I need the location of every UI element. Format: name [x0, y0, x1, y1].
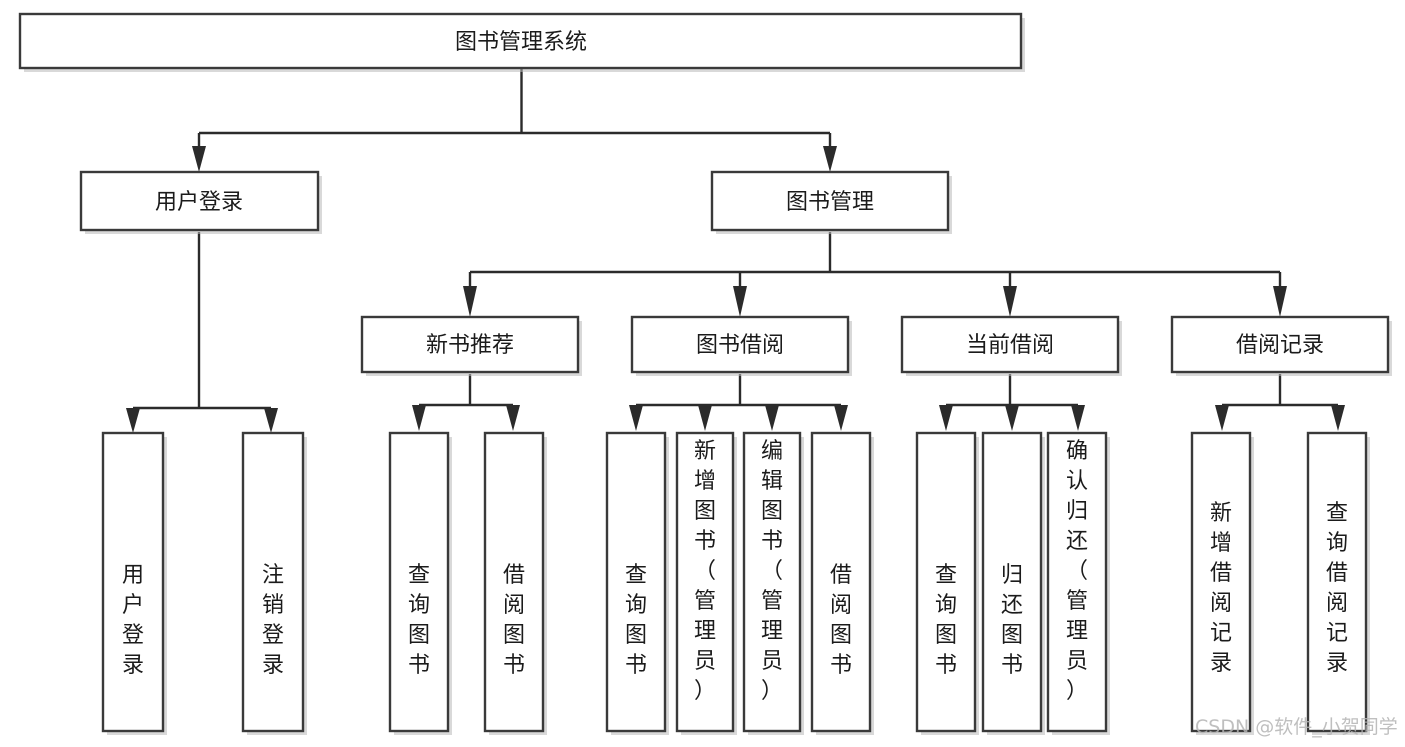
arrowhead-leaf-user-logout: [264, 408, 278, 433]
node-new-book-recommend-label: 新书推荐: [426, 333, 514, 358]
node-root[interactable]: 图书管理系统: [18, 12, 1025, 72]
node-borrow-record[interactable]: 借阅记录: [1170, 315, 1392, 376]
node-book-manage-box[interactable]: [710, 170, 950, 232]
node-borrow-record-label: 借阅记录: [1236, 333, 1324, 358]
node-book-borrow[interactable]: 图书借阅: [630, 315, 852, 376]
node-leaf-query-book-1-label: 查询图书: [408, 563, 430, 678]
node-leaf-return-book-box[interactable]: [981, 431, 1043, 733]
node-borrow-record-box[interactable]: [1170, 315, 1390, 374]
node-leaf-query-book-2[interactable]: 查询图书: [605, 431, 669, 735]
arrowhead-book-manage: [823, 146, 837, 172]
node-leaf-user-login-box[interactable]: [101, 431, 165, 733]
node-leaf-edit-book[interactable]: 编辑图书（管理员）: [742, 431, 804, 735]
node-leaf-edit-book-label: 编辑图书（管理员）: [761, 439, 783, 704]
node-leaf-borrow-book-2[interactable]: 借阅图书: [810, 431, 874, 735]
node-leaf-query-book-2-label: 查询图书: [625, 563, 647, 678]
arrowhead-leaf-query-book-2: [629, 405, 643, 431]
leaf-layer: 用户登录 注销登录 查询图书 借阅图书 查询: [101, 431, 1370, 735]
arrowhead-new-book-recommend: [463, 286, 477, 317]
node-leaf-query-book-2-box[interactable]: [605, 431, 667, 733]
arrowhead-leaf-edit-book: [765, 405, 779, 431]
arrowhead-leaf-add-book: [698, 405, 712, 431]
node-leaf-return-book-label: 归还图书: [1001, 563, 1023, 678]
node-leaf-confirm-return[interactable]: 确认归还（管理员）: [1046, 431, 1110, 735]
arrowhead-leaf-user-login: [126, 408, 140, 433]
connector-layer: [126, 68, 1345, 433]
arrowhead-leaf-confirm-return: [1071, 405, 1085, 431]
node-leaf-add-book-box[interactable]: [675, 431, 735, 733]
node-leaf-borrow-book-1[interactable]: 借阅图书: [483, 431, 547, 735]
node-current-borrow-label: 当前借阅: [966, 333, 1054, 358]
node-book-borrow-box[interactable]: [630, 315, 850, 374]
node-root-box[interactable]: [18, 12, 1023, 70]
node-book-manage-label: 图书管理: [786, 190, 874, 215]
arrowhead-current-borrow: [1003, 286, 1017, 317]
arrowhead-leaf-add-record: [1215, 405, 1229, 431]
node-new-book-recommend[interactable]: 新书推荐: [360, 315, 582, 376]
arrowhead-leaf-query-book-3: [939, 405, 953, 431]
node-leaf-return-book[interactable]: 归还图书: [981, 431, 1045, 735]
node-leaf-query-book-1[interactable]: 查询图书: [388, 431, 452, 735]
node-leaf-add-book-label: 新增图书（管理员）: [694, 439, 716, 704]
arrowhead-book-borrow: [733, 286, 747, 317]
node-leaf-query-book-3[interactable]: 查询图书: [915, 431, 979, 735]
arrowhead-leaf-return-book: [1005, 405, 1019, 431]
node-user-login-label: 用户登录: [155, 190, 243, 215]
node-leaf-user-logout-label: 注销登录: [262, 563, 284, 678]
node-leaf-add-record-box[interactable]: [1190, 431, 1252, 733]
node-leaf-add-record[interactable]: 新增借阅记录: [1190, 431, 1254, 735]
node-leaf-confirm-return-box[interactable]: [1046, 431, 1108, 733]
arrowhead-leaf-query-book-1: [412, 405, 426, 431]
node-leaf-user-login[interactable]: 用户登录: [101, 431, 167, 735]
node-leaf-query-record-label: 查询借阅记录: [1326, 501, 1348, 676]
node-new-book-recommend-box[interactable]: [360, 315, 580, 374]
node-leaf-query-book-3-box[interactable]: [915, 431, 977, 733]
node-root-label: 图书管理系统: [455, 30, 587, 55]
node-leaf-edit-book-box[interactable]: [742, 431, 802, 733]
node-leaf-query-record[interactable]: 查询借阅记录: [1306, 431, 1370, 735]
arrowhead-borrow-record: [1273, 286, 1287, 317]
node-leaf-query-record-box[interactable]: [1306, 431, 1368, 733]
node-leaf-borrow-book-2-label: 借阅图书: [830, 563, 852, 678]
arrowhead-leaf-borrow-book-1: [506, 405, 520, 431]
node-book-manage[interactable]: 图书管理: [710, 170, 952, 234]
node-leaf-user-login-label: 用户登录: [122, 563, 144, 678]
node-current-borrow-box[interactable]: [900, 315, 1120, 374]
node-leaf-add-book[interactable]: 新增图书（管理员）: [675, 431, 737, 735]
node-leaf-query-book-3-label: 查询图书: [935, 563, 957, 678]
node-leaf-user-logout-box[interactable]: [241, 431, 305, 733]
node-user-login[interactable]: 用户登录: [79, 170, 322, 234]
node-leaf-borrow-book-1-box[interactable]: [483, 431, 545, 733]
node-leaf-add-record-label: 新增借阅记录: [1210, 501, 1232, 676]
watermark-label: CSDN @软件_小贺同学: [1195, 716, 1398, 738]
node-leaf-borrow-book-1-label: 借阅图书: [503, 563, 525, 678]
node-current-borrow[interactable]: 当前借阅: [900, 315, 1122, 376]
arrowhead-leaf-query-record: [1331, 405, 1345, 431]
node-user-login-box[interactable]: [79, 170, 320, 232]
node-leaf-query-book-1-box[interactable]: [388, 431, 450, 733]
node-book-borrow-label: 图书借阅: [696, 333, 784, 358]
arrowhead-leaf-borrow-book-2: [834, 405, 848, 431]
node-leaf-confirm-return-label: 确认归还（管理员）: [1066, 439, 1088, 704]
arrowhead-user-login: [192, 146, 206, 172]
node-leaf-user-logout[interactable]: 注销登录: [241, 431, 307, 735]
node-leaf-borrow-book-2-box[interactable]: [810, 431, 872, 733]
